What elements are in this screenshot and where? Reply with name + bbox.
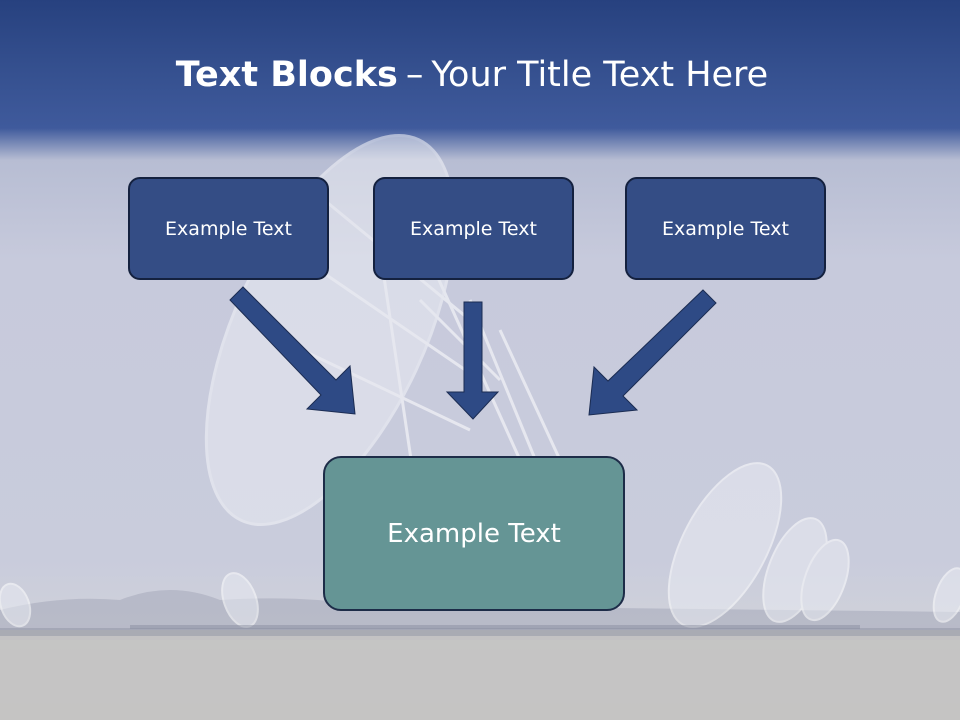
target-block-label: Example Text (387, 518, 561, 549)
text-block-1-label: Example Text (165, 217, 292, 240)
title-rest-text: Your Title Text Here (431, 55, 769, 95)
title-dash: – (405, 55, 424, 95)
text-block-1[interactable]: Example Text (128, 177, 329, 280)
slide-title: Text Blocks–Your Title Text Here (0, 55, 944, 95)
arrow-center-icon (445, 301, 500, 420)
arrow-left-icon (229, 286, 356, 415)
title-strong-text: Text Blocks (175, 55, 398, 95)
arrow-right-icon (588, 289, 717, 416)
text-block-2[interactable]: Example Text (373, 177, 574, 280)
text-block-3-label: Example Text (662, 217, 789, 240)
target-block[interactable]: Example Text (323, 456, 625, 611)
title-bar: Text Blocks–Your Title Text Here (0, 0, 960, 150)
text-block-2-label: Example Text (410, 217, 537, 240)
text-block-3[interactable]: Example Text (625, 177, 826, 280)
